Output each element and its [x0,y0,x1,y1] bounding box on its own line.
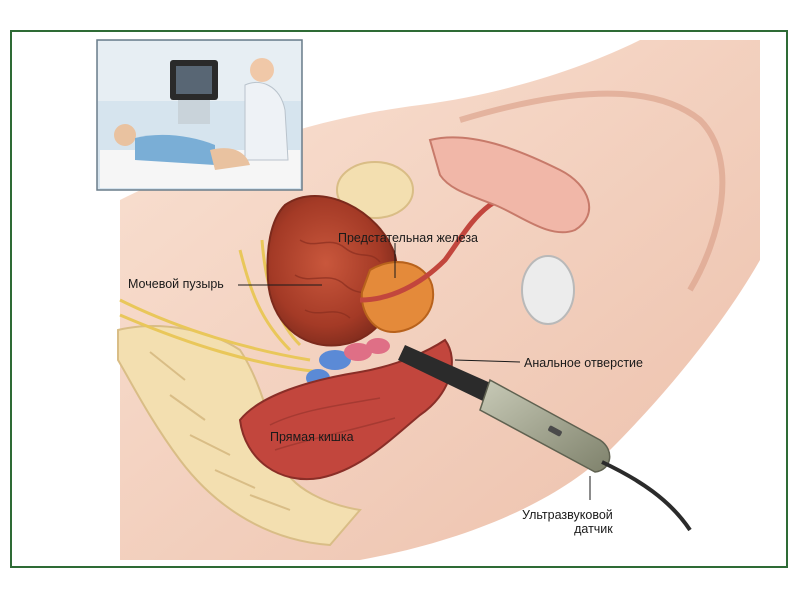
testis [521,255,575,325]
external-genitalia [428,136,591,234]
ultrasound-probe [398,345,692,532]
label-probe-line2: датчик [574,522,613,537]
label-bladder: Мочевой пузырь [128,277,224,291]
label-probe-line1: Ультразвуковой [522,508,613,522]
label-rectum: Прямая кишка [270,430,354,444]
leader-lines [238,243,591,500]
sacrum-bone [117,325,362,547]
label-prostate: Предстательная железа [338,231,478,245]
label-anal-opening: Анальное отверстие [524,356,643,370]
skin-fold [459,90,726,292]
vertebra-lines [149,351,291,511]
prostate-gland [360,261,435,334]
pubic-bone [336,161,414,219]
ultrasound-exam-scene-icon [96,39,303,191]
label-ultrasound-probe: Ультразвуковой датчик [522,508,613,537]
rectum-folds [269,397,396,451]
